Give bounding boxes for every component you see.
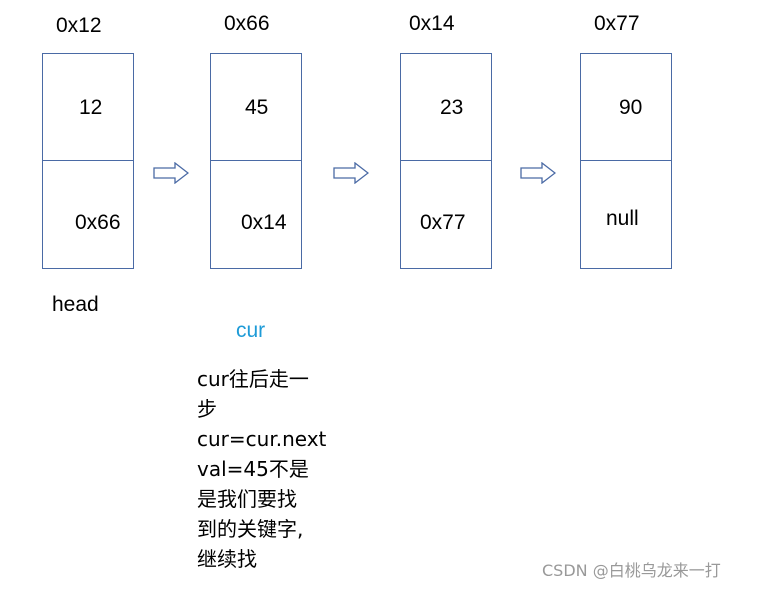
note-line: 继续找 [197,547,257,571]
note-line: cur往后走一 [197,367,309,391]
node-address-1: 0x12 [56,14,102,37]
node-value-cell: 45 [211,54,301,161]
arrow-right-icon [153,162,189,184]
list-node-2: 45 0x14 [210,53,302,269]
node-next: 0x14 [241,211,287,234]
node-next: null [606,207,639,230]
arrow-right-icon [333,162,369,184]
node-value: 90 [619,96,643,119]
watermark: CSDN @白桃乌龙来一打 [542,561,721,580]
list-node-3: 23 0x77 [400,53,492,269]
explanation-note: cur往后走一 步 cur=cur.next val=45不是 是我们要找 到的… [197,364,347,574]
list-node-4: 90 null [580,53,672,269]
node-value-cell: 23 [401,54,491,161]
note-line: val=45不是 [197,457,309,481]
note-line: 到的关键字, [197,517,304,541]
node-value: 45 [245,96,269,119]
node-address-4: 0x77 [594,12,640,35]
arrow-right-icon [520,162,556,184]
node-value-cell: 12 [43,54,133,161]
note-line: 步 [197,397,217,421]
node-address-2: 0x66 [224,12,270,35]
cur-label: cur [236,319,266,342]
node-value-cell: 90 [581,54,671,161]
node-next-cell: null [581,161,671,269]
node-next: 0x66 [75,211,121,234]
note-line: cur=cur.next [197,427,327,451]
node-value: 23 [440,96,464,119]
node-next-cell: 0x66 [43,161,133,269]
list-node-1: 12 0x66 [42,53,134,269]
note-line: 是我们要找 [197,487,297,511]
node-next: 0x77 [420,211,466,234]
head-label: head [52,293,99,316]
node-value: 12 [79,96,103,119]
node-address-3: 0x14 [409,12,455,35]
node-next-cell: 0x14 [211,161,301,269]
node-next-cell: 0x77 [401,161,491,269]
